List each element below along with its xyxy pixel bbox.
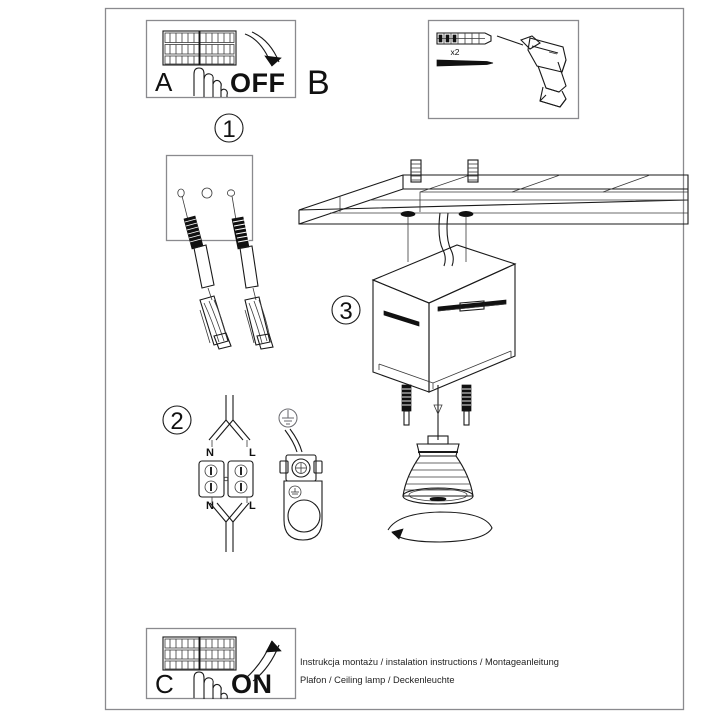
screw-anchor-left: [181, 195, 232, 350]
step-3-number: 3: [339, 298, 352, 325]
circuit-breaker-panel-icon: [162, 30, 237, 66]
wall-plug-anchor-icon: [436, 32, 492, 45]
earth-wire: [284, 428, 303, 453]
step-1-number: 1: [222, 116, 235, 143]
supply-cable: [438, 212, 454, 267]
cable-lower: [209, 497, 250, 552]
power-drill-icon: [496, 35, 567, 108]
screw-icon: [436, 59, 494, 67]
lower-screw-left: [401, 384, 412, 426]
bracket-hole-center: [201, 187, 213, 199]
screw-head-right: [458, 211, 474, 217]
ceiling-anchor-left: [410, 159, 422, 183]
panel-letter-b: B: [307, 64, 330, 102]
terminal-block: [198, 460, 254, 498]
bulb-wire-marker: [433, 404, 443, 415]
ceiling-slab: [298, 174, 689, 225]
panel-tools-frame: [427, 19, 580, 120]
footer-line-1: Instrukcja montażu / instalation instruc…: [300, 657, 559, 667]
earth-ground-symbol-icon: [278, 408, 298, 428]
wiring-label-n-top: N: [206, 447, 214, 459]
screw-anchor-right: [231, 195, 274, 350]
screw-head-left: [400, 211, 416, 217]
arrow-up-icon: [245, 640, 282, 682]
bracket-hole-right: [226, 189, 235, 197]
bracket-hole-left: [177, 188, 185, 198]
ceiling-anchor-right: [467, 159, 479, 183]
panel-bracket-mount: [165, 154, 274, 350]
step-2-marker: 2: [162, 405, 192, 435]
panel-wiring: 2 N L N L: [162, 395, 323, 552]
hand-pointing-icon: [193, 67, 228, 98]
arrow-down-icon: [244, 31, 282, 67]
rotate-arrow-icon: [387, 511, 493, 543]
panel-letter-c: C: [155, 669, 174, 699]
lower-screw-right: [461, 384, 472, 426]
main-assembly-diagram: 3: [298, 159, 689, 543]
wiring-label-l-bottom: L: [249, 500, 256, 512]
bracket-plate: [165, 154, 254, 242]
state-label-on: ON: [231, 669, 273, 699]
tools-quantity-label: x2: [451, 47, 460, 57]
gu10-bulb: [402, 435, 474, 505]
circuit-breaker-panel-icon-on: [162, 636, 237, 671]
step-1-marker: 1: [214, 113, 244, 143]
lamp-cube-body: [371, 244, 517, 393]
step-3-marker: 3: [331, 295, 361, 325]
hand-pointing-icon-on: [193, 671, 228, 700]
earth-terminal-body: [279, 454, 323, 541]
lamp-slot-side: [437, 299, 507, 312]
panel-letter-a: A: [155, 67, 173, 97]
panel-power-on: C ON: [145, 627, 297, 700]
panel-tools: x2: [427, 19, 580, 120]
wiring-label-n-bottom: N: [206, 500, 214, 512]
lamp-slot-front: [383, 310, 420, 327]
step-2-number: 2: [170, 408, 183, 435]
page-border: [104, 7, 685, 711]
cable-upper: [208, 395, 251, 447]
wiring-label-l-top: L: [249, 447, 256, 459]
panel-power-off-frame: [145, 19, 297, 99]
footer-line-2: Plafon / Ceiling lamp / Deckenleuchte: [300, 675, 455, 685]
panel-power-off: A OFF: [145, 19, 297, 99]
state-label-off: OFF: [230, 68, 286, 98]
